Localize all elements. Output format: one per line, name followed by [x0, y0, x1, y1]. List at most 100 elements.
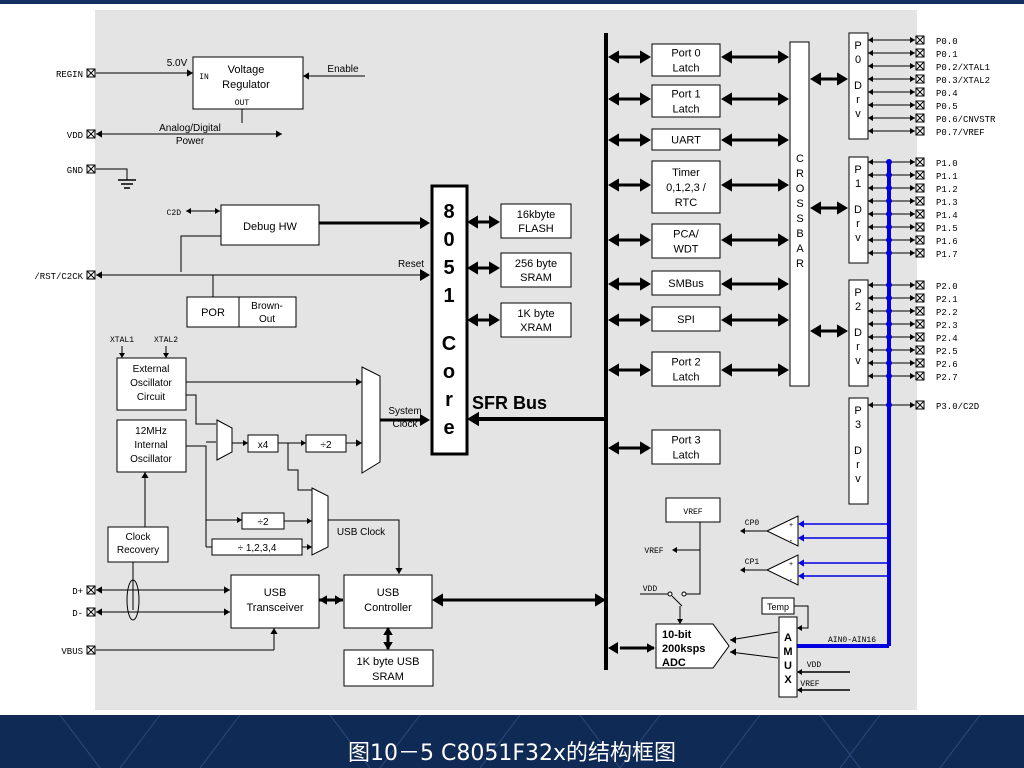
- timer-bus-arrow-head: [608, 178, 619, 192]
- system-clock-mux: [361, 366, 381, 474]
- brown-out-block: [238, 296, 297, 328]
- arrow-head: [910, 295, 915, 301]
- pin-marker: [915, 209, 925, 219]
- arrow-head: [740, 528, 745, 534]
- arrow-head: [910, 37, 915, 43]
- comparator-input-head: [798, 534, 804, 542]
- pin-label-left: REGIN: [56, 70, 83, 80]
- comparator-input-head: [798, 559, 804, 567]
- pin-marker: [86, 585, 96, 595]
- smbus-label: SMBus: [668, 278, 704, 290]
- p3drv-label-char: D: [854, 445, 862, 457]
- debug-hw-block: [220, 204, 320, 246]
- arrow-head: [224, 608, 230, 616]
- smbus-bus-arrow-head: [608, 277, 619, 291]
- core-label-char: 5: [443, 257, 454, 279]
- p1drv-arrow-head: [810, 201, 821, 215]
- pca-wdt-bus-arrow-head: [608, 233, 619, 247]
- pin-marker: [915, 293, 925, 303]
- arrow-head: [186, 208, 191, 214]
- arrow-head: [868, 347, 873, 353]
- pin-label-left: D+: [72, 587, 83, 597]
- rst-branch-line: [180, 235, 221, 272]
- p2drv-arrow-head: [810, 324, 821, 338]
- footer-decoration-line: [939, 715, 981, 768]
- arrow-head: [868, 211, 873, 217]
- internal-oscillator-label: Internal: [134, 440, 167, 451]
- arrow-head: [868, 102, 873, 108]
- smbus-bus-arrow-head: [640, 277, 651, 291]
- pin-label-left: GND: [67, 166, 83, 176]
- pin-marker: [86, 607, 96, 617]
- arrow-head: [797, 625, 802, 631]
- arrow-head: [730, 648, 736, 656]
- pin-marker: [915, 332, 925, 342]
- usb-clock-mux: [311, 487, 329, 556]
- vref-block: [665, 497, 721, 523]
- sfr-bus-label: SFR Bus: [472, 393, 547, 413]
- arrow-head: [187, 69, 193, 77]
- vr-in-label: IN: [199, 73, 209, 82]
- pin-label-right: P1.7: [936, 250, 958, 260]
- amux-label-char: M: [783, 646, 792, 658]
- arrow-head: [647, 643, 655, 653]
- pin-marker: [86, 68, 96, 78]
- arrow-head: [910, 50, 915, 56]
- pin-label-right: P2.2: [936, 308, 958, 318]
- arrow-head: [910, 321, 915, 327]
- amux-adc-line: [729, 631, 779, 641]
- comparator-cp0: [765, 515, 799, 547]
- arrow-head: [910, 250, 915, 256]
- spi-crossbar-arrow-head: [778, 313, 789, 327]
- sram-arrow-head: [467, 261, 478, 275]
- core-label-char: o: [443, 361, 455, 383]
- pca-wdt-crossbar-arrow-head: [721, 233, 732, 247]
- flash-block: [500, 203, 572, 239]
- port2-latch-crossbar-arrow-head: [721, 363, 732, 377]
- pin-label-right: P2.1: [936, 295, 958, 305]
- arrow-head: [868, 373, 873, 379]
- temp-label: Temp: [767, 602, 789, 612]
- arrow-head: [910, 211, 915, 217]
- arrow-head: [420, 269, 430, 281]
- flash-label: FLASH: [518, 223, 554, 235]
- uart-bus-arrow-head: [608, 133, 619, 147]
- arrow-head: [868, 250, 873, 256]
- arrow-head: [910, 159, 915, 165]
- timer-crossbar-arrow-head: [778, 178, 789, 192]
- brown-out-label: Brown-: [251, 301, 283, 312]
- arrow-head: [868, 37, 873, 43]
- timer-label: RTC: [675, 197, 697, 209]
- pin-label-right: P3.0/C2D: [936, 402, 979, 412]
- arrow-head: [672, 547, 677, 553]
- pin-label-left: D-: [72, 609, 83, 619]
- pin-label-right: P1.0: [936, 159, 958, 169]
- uart-crossbar-arrow-head: [778, 133, 789, 147]
- timer-label: 0,1,2,3 /: [666, 182, 707, 194]
- flash-label: 16kbyte: [517, 209, 556, 221]
- analog-power-label: Power: [176, 136, 205, 147]
- arrow-head: [910, 102, 915, 108]
- pin-label-right: P1.2: [936, 185, 958, 195]
- crossbar-label-char: R: [796, 168, 804, 180]
- arrow-head: [910, 128, 915, 134]
- usb-controller-label: USB: [377, 587, 400, 599]
- enable-label: Enable: [327, 64, 359, 75]
- arrow-head: [868, 89, 873, 95]
- pin-label-right: P1.4: [936, 211, 958, 221]
- port2-latch-block: [651, 351, 721, 387]
- p1drv-label-char: D: [854, 204, 862, 216]
- internal-oscillator-label: 12MHz: [135, 426, 167, 437]
- port3-latch-label: Latch: [673, 450, 700, 462]
- pin-marker: [915, 74, 925, 84]
- pin-marker: [915, 306, 925, 316]
- usb-sram-label: SRAM: [372, 671, 404, 683]
- pin-label-c2d: C2D: [167, 209, 182, 218]
- arrow-head: [868, 402, 873, 408]
- system-clock-label: System: [388, 406, 421, 417]
- arrow-head: [740, 567, 745, 573]
- core-label-char: e: [443, 417, 454, 439]
- arrow-head: [910, 334, 915, 340]
- pin-label-right: P2.7: [936, 373, 958, 383]
